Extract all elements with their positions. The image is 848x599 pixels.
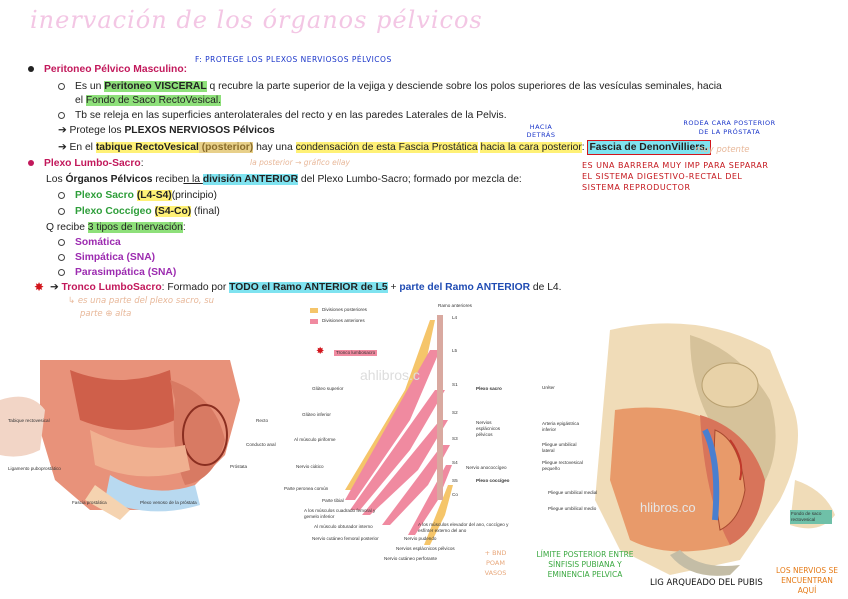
sub-bullet — [58, 82, 65, 90]
label-pudendo: Nervio pudendo — [404, 536, 437, 541]
line-peritoneo-2: el Fondo de Saco RectoVesical. — [75, 95, 221, 106]
label-pliegue-medio: Pliegue umbilical medio — [548, 506, 597, 511]
label-esplacnicos: Nervios esplácnicos pélvicos — [476, 420, 501, 437]
level-s3: S3 — [452, 436, 458, 441]
line-plexo-sacro: Plexo Sacro (L4-S4)(principio) — [58, 189, 217, 202]
label-pliegue-lateral: Pliegue umbilical lateral — [542, 442, 577, 453]
annotation-muy-potente: muy potente — [695, 145, 750, 155]
label-pliegue-rectovesical: Pliegue rectovesical pequeño — [542, 460, 583, 471]
label-anococcigeo: Nervio anococcígeo — [466, 465, 507, 470]
annotation-limite: límite posterior entre sínfisis pubiana … — [536, 550, 634, 579]
line-peritoneo-1: Es un Peritoneo VISCERAL q recubre la pa… — [58, 80, 722, 93]
sub-bullet — [58, 268, 65, 276]
label-peronea: Parte peronea común — [284, 486, 329, 491]
sub-bullet — [58, 191, 65, 199]
sub-bullet — [58, 207, 65, 215]
annotation-barrera: es una barrera muy imp para separar el s… — [582, 161, 769, 192]
level-s1: S1 — [452, 382, 458, 387]
annotation-nervios: los nervios se encuentran aquí — [776, 566, 838, 595]
type-parasimpatica: Parasimpática (SNA) — [58, 266, 176, 279]
figure-pelvis-sagittal — [0, 360, 285, 525]
label-ramo-anteriores: Ramo anteriores — [438, 303, 472, 308]
bullet-dot — [28, 66, 34, 73]
line-peritoneo-5: ➔ En el tabique RectoVesical (posterior)… — [58, 140, 711, 155]
star-icon: ✸ — [34, 280, 45, 294]
line-tronco: ➔ Tronco LumboSacro: Formado por TODO el… — [50, 282, 562, 293]
line-inervacion: Q recibe 3 tipos de Inervación: — [46, 222, 186, 233]
label-ureter: Uréter — [542, 385, 555, 390]
label-arteria-epigastrica: Arteria epigástrica inferior — [542, 421, 580, 432]
label-tabique: Tabique rectovesical — [8, 418, 50, 423]
label-fascia-prostatica: Fascia prostática — [72, 500, 107, 505]
label-obturador: Al músculo obturador interno — [314, 524, 373, 529]
sub-bullet — [58, 111, 65, 119]
annotation-posterior: la posterior → gráfico ellay — [250, 158, 350, 167]
section-peritoneo: Peritoneo Pélvico Masculino: — [28, 63, 187, 76]
label-gluteo-inferior: Glúteo inferior — [302, 412, 331, 417]
type-simpatica: Simpática (SNA) — [58, 251, 155, 264]
heading-peritoneo: Peritoneo Pélvico Masculino: — [44, 64, 188, 75]
annotation-hacia: hacia detrás — [526, 123, 556, 139]
annotation-bnd: + bnd poam vasos — [484, 549, 507, 577]
page-title: inervación de los órganos pélvicos — [30, 6, 483, 34]
label-conducto-anal: Conducto anal — [246, 442, 276, 447]
label-prostata: Próstata — [230, 464, 248, 469]
figure-pelvis-interior — [540, 320, 845, 590]
plexo-sacro-illustration — [310, 308, 453, 545]
watermark: ahlibros.c — [360, 367, 420, 383]
label-tronco-lumbosacro: Tronco lumbosacro — [334, 350, 378, 356]
label-gluteo-superior: Glúteo superior — [312, 386, 344, 391]
label-elevador-ano: A los músculos elevador del ano, coccíge… — [418, 522, 509, 533]
figure-plexo-sacro — [300, 300, 515, 560]
label-tibial: Parte tibial — [322, 498, 344, 503]
type-somatica: Somática — [58, 236, 121, 249]
label-pliegue-medial: Pliegue umbilical medial — [548, 490, 598, 495]
label-cuadrado-femoral: A los músculos cuadrado femoral y gemelo… — [304, 508, 376, 519]
label-plexo-sacro: Plexo sacro — [476, 386, 502, 391]
section-plexo: Plexo Lumbo-Sacro: — [28, 157, 144, 170]
label-cutaneo-femoral: Nervio cutáneo femoral posterior — [312, 536, 379, 541]
label-plexo-coccigeo: Plexo coccígeo — [476, 478, 510, 483]
line-peritoneo-3: Tb se releja en las superficies anterola… — [58, 109, 507, 122]
line-plexo-coccigeo: Plexo Coccígeo (S4-Co) (final) — [58, 205, 220, 218]
annotation-lig-arqueado: lig arqueado del pubis — [650, 578, 763, 588]
annotation-tronco-2: parte ⊕ alta — [80, 309, 132, 319]
level-l4: L4 — [452, 315, 458, 320]
label-lig-puboprostatico: Ligamento puboprostático — [8, 466, 61, 471]
pelvis-interior-illustration — [595, 323, 835, 576]
legend-posteriores: Divisiones posteriores — [322, 307, 367, 312]
star-icon: ✸ — [316, 346, 325, 357]
level-s2: S2 — [452, 410, 458, 415]
label-esplacnicos-2: Nervios esplácnicos pélvicos — [396, 546, 455, 551]
sub-bullet — [58, 238, 65, 246]
label-recto: Recto — [256, 418, 269, 423]
level-s5: S5 — [452, 478, 458, 483]
watermark: hlibros.co — [640, 500, 696, 515]
bullet-dot — [28, 160, 34, 167]
level-s4: S4 — [452, 460, 458, 465]
legend-anteriores: Divisiones anteriores — [322, 318, 365, 323]
annotation-rodea: rodea cara posterior de la próstata — [683, 119, 776, 136]
label-plexo-venoso: Plexo venoso de la próstata — [140, 500, 197, 505]
level-l5: L5 — [452, 348, 458, 353]
label-nervio-ciatico: Nervio ciático — [296, 464, 324, 469]
line-plexo-1: Los Órganos Pélvicos reciben la división… — [46, 174, 522, 185]
line-peritoneo-4: ➔ Protege los PLEXOS NERVIOSOS Pélvicos — [58, 125, 275, 136]
sub-bullet — [58, 253, 65, 261]
pelvis-sagittal-illustration — [0, 360, 240, 520]
denonvilliers-box: Fascia de DenonVilliers. — [586, 140, 711, 155]
level-co: Co — [452, 492, 458, 497]
label-cutaneo-perforante: Nervio cutáneo perforante — [384, 556, 438, 561]
label-piriforme: Al músculo piriforme — [294, 437, 336, 442]
annotation-tronco-1: ↳ es una parte del plexo sacro, su — [68, 296, 215, 306]
label-fondo-saco: Fondo de saco rectovesical — [790, 510, 832, 524]
